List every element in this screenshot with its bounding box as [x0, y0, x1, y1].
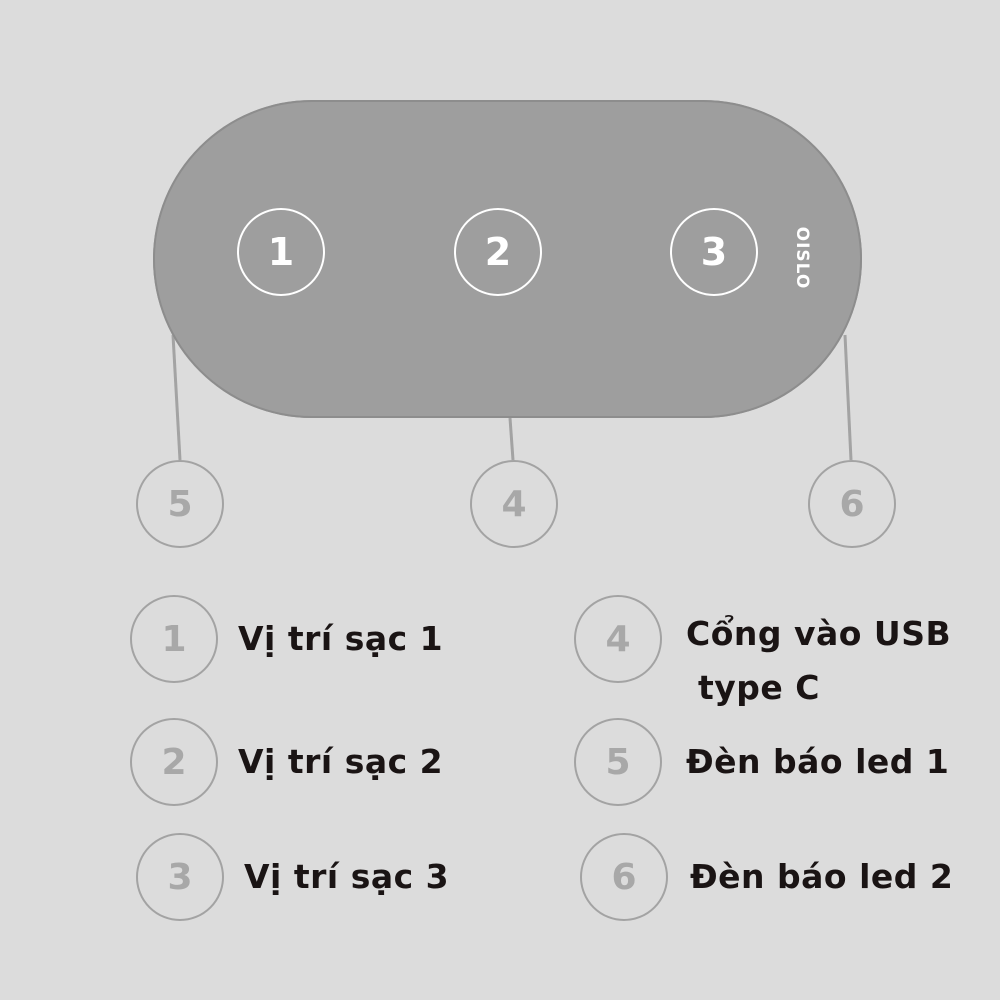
leader-line-5 — [171, 334, 182, 461]
charging-slot-1-label: 1 — [267, 230, 295, 274]
callout-led-1-label: 5 — [167, 483, 193, 525]
legend-marker-6-label: 6 — [611, 856, 637, 898]
legend-marker-1: 1 — [130, 595, 218, 683]
legend-marker-5: 5 — [574, 718, 662, 806]
charging-slot-3: 3 — [670, 208, 758, 296]
legend-text-5: Đèn báo led 1 — [686, 742, 950, 781]
callout-usb-port: 4 — [470, 460, 558, 548]
charging-slot-1: 1 — [237, 208, 325, 296]
legend-marker-1-label: 1 — [161, 618, 187, 660]
legend-marker-5-label: 5 — [605, 741, 631, 783]
legend-text-4-line-1: Cổng vào USB — [686, 614, 952, 653]
charging-slot-2: 2 — [454, 208, 542, 296]
legend-marker-6: 6 — [580, 833, 668, 921]
legend-text-1: Vị trí sạc 1 — [238, 619, 444, 658]
callout-led-2: 6 — [808, 460, 896, 548]
callout-led-1: 5 — [136, 460, 224, 548]
callout-led-2-label: 6 — [839, 483, 865, 525]
legend-text-2: Vị trí sạc 2 — [238, 742, 444, 781]
legend-marker-2-label: 2 — [161, 741, 187, 783]
legend-marker-3: 3 — [136, 833, 224, 921]
callout-usb-port-label: 4 — [501, 483, 527, 525]
charging-slot-3-label: 3 — [700, 230, 728, 274]
leader-line-6 — [843, 334, 853, 461]
brand-logo: OISLO — [792, 226, 812, 290]
legend-text-4-line-2: type C — [686, 668, 820, 707]
legend-marker-4: 4 — [574, 595, 662, 683]
legend-text-3: Vị trí sạc 3 — [244, 857, 450, 896]
legend-marker-4-label: 4 — [605, 618, 631, 660]
legend-marker-3-label: 3 — [167, 856, 193, 898]
charging-slot-2-label: 2 — [484, 230, 512, 274]
legend-marker-2: 2 — [130, 718, 218, 806]
leader-line-4 — [508, 417, 515, 461]
legend-text-6: Đèn báo led 2 — [690, 857, 954, 896]
